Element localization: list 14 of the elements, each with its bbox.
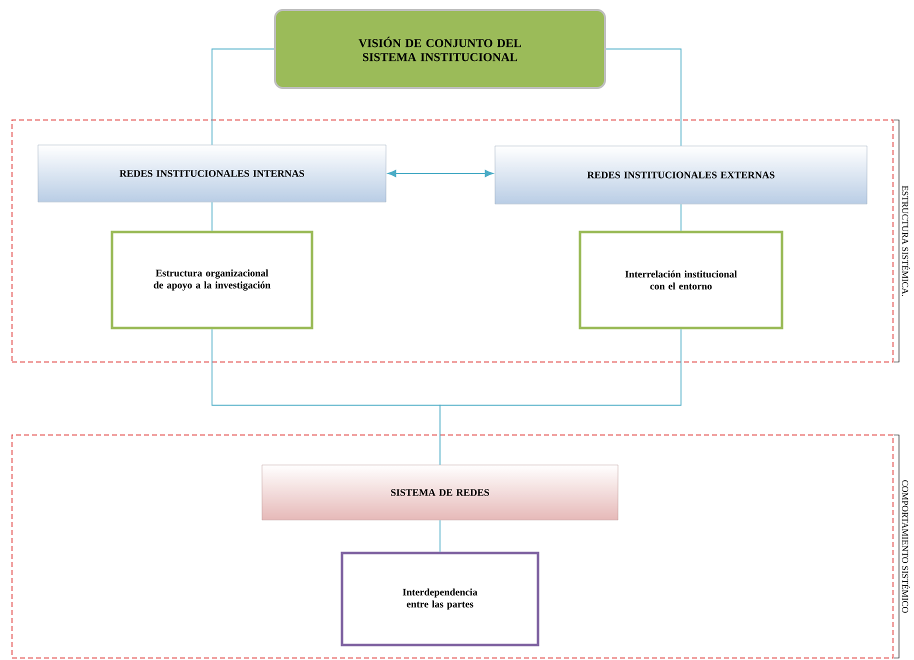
- network-box: REDES INSTITUCIONALES EXTERNAS: [494, 146, 868, 204]
- topic-box: Interdependencia entre las partes: [340, 552, 540, 646]
- title-box: VISIÓN DE CONJUNTO DEL SISTEMA INSTITUCIONAL: [274, 9, 606, 89]
- network-box: SISTEMA DE REDES: [262, 464, 618, 520]
- topic-box: Interrelación institucional con el entorno: [578, 230, 784, 330]
- connector-line: [680, 204, 682, 232]
- connector-line: [440, 328, 682, 466]
- node-label: ESTRUCTURA SISTÉMICA.: [902, 186, 910, 296]
- network-box: REDES INSTITUCIONALES INTERNAS: [38, 144, 386, 202]
- node-label: COMPORTAMIENTO SISTÉMICO: [902, 480, 910, 613]
- connector-line: [606, 48, 682, 146]
- double-arrow: [388, 170, 494, 178]
- topic-box: Estructura organizacional de apoyo a la investigación: [110, 230, 314, 330]
- connector-line: [212, 48, 274, 146]
